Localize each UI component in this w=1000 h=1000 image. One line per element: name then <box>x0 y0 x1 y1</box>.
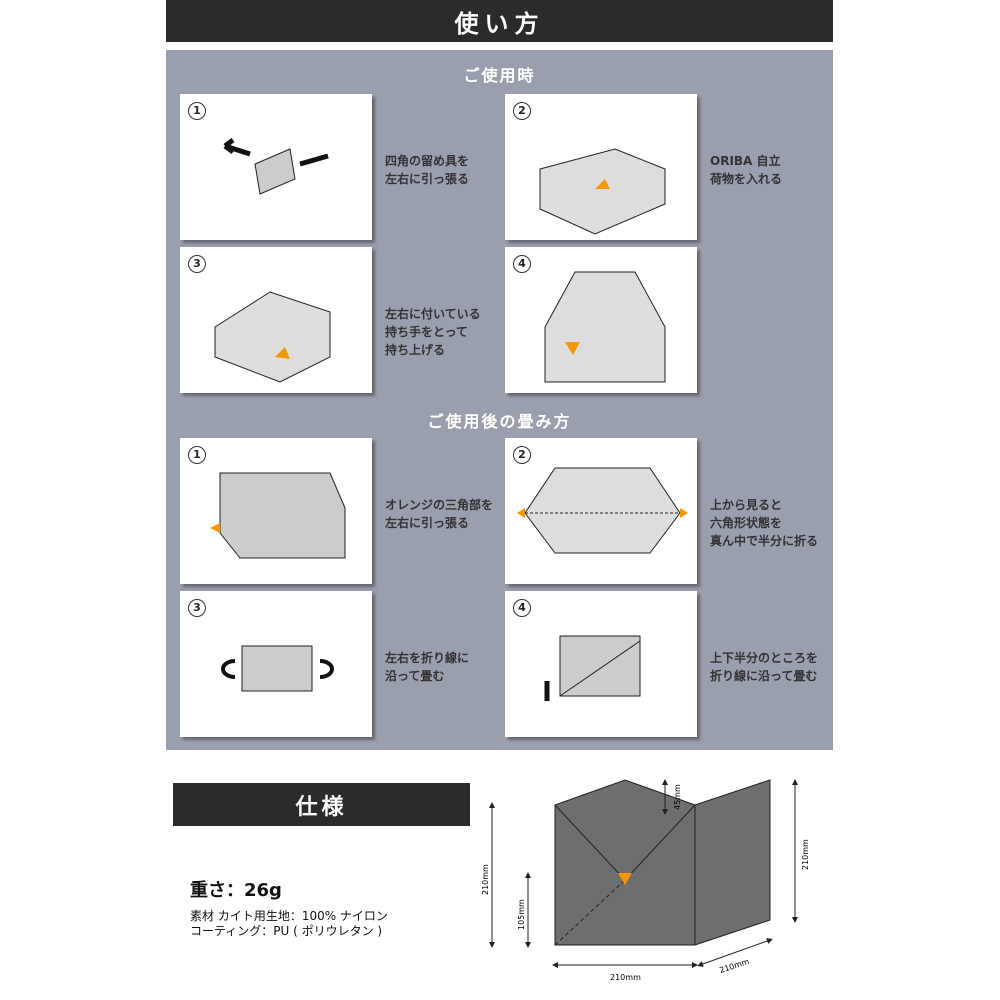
folding-section-title: ご使用後の畳み方 <box>427 412 572 431</box>
folding-step-3-text: 左右を折り線に 沿って畳む <box>385 651 470 683</box>
step-illustration <box>539 148 666 235</box>
folding-step-3-card: 3 <box>180 591 372 737</box>
folding-step-4-text: 上下半分のところを 折り線に沿って畳む <box>710 651 819 683</box>
step-number: 4 <box>513 255 531 273</box>
step-illustration <box>544 271 666 383</box>
step-illustration <box>210 472 346 559</box>
usage-step-2-text: ORIBA 自立 荷物を入れる <box>710 154 783 186</box>
folding-step-1-text: オレンジの三角部を 左右に引っ張る <box>385 498 494 530</box>
dim-height-left: 210mm <box>481 864 490 895</box>
weight-text: 重さ：26g <box>190 880 282 901</box>
step-number: 1 <box>188 446 206 464</box>
usage-step-1-text: 四角の留め具を 左右に引っ張る <box>385 154 470 186</box>
dim-depth: 210mm <box>718 957 750 975</box>
folding-step-2-text: 上から見ると 六角形状態を 真ん中で半分に折る <box>710 498 819 548</box>
usage-step-1-card: 1 <box>180 94 372 240</box>
step-number: 1 <box>188 102 206 120</box>
coating-text: コーティング：PU ( ポリウレタン ) <box>190 924 383 938</box>
step-number: 2 <box>513 446 531 464</box>
usage-section-title: ご使用時 <box>463 66 536 85</box>
step-illustration <box>544 635 641 701</box>
spec-header: 仕様 <box>173 783 470 826</box>
dim-top-depth: 45mm <box>673 784 682 810</box>
usage-step-4-card: 4 <box>505 247 697 393</box>
step-illustration <box>223 138 329 195</box>
usage-step-3-text: 左右に付いている 持ち手をとって 持ち上げる <box>385 307 481 357</box>
dim-height-right: 210mm <box>801 839 810 870</box>
orange-triangle <box>618 873 632 885</box>
step-number: 2 <box>513 102 531 120</box>
dim-half-height: 105mm <box>517 899 526 930</box>
usage-step-3-card: 3 <box>180 247 372 393</box>
step-illustration <box>221 645 334 692</box>
folding-step-1-card: 1 <box>180 438 372 584</box>
step-number: 3 <box>188 599 206 617</box>
folding-step-4-card: 4 <box>505 591 697 737</box>
dimension-diagram: 45mm 210mm 210mm 105mm 210mm 210mm <box>481 779 810 982</box>
material-text: 素材 カイト用生地：100% ナイロン <box>190 909 388 923</box>
step-number: 3 <box>188 255 206 273</box>
folding-step-2-card: 2 <box>505 438 697 584</box>
usage-header: 使い方 <box>166 0 833 42</box>
usage-step-2-card: 2 <box>505 94 697 240</box>
step-illustration <box>214 291 331 383</box>
step-number: 4 <box>513 599 531 617</box>
dim-width: 210mm <box>610 973 641 982</box>
step-illustration <box>517 467 688 554</box>
bag-shape <box>554 779 771 946</box>
